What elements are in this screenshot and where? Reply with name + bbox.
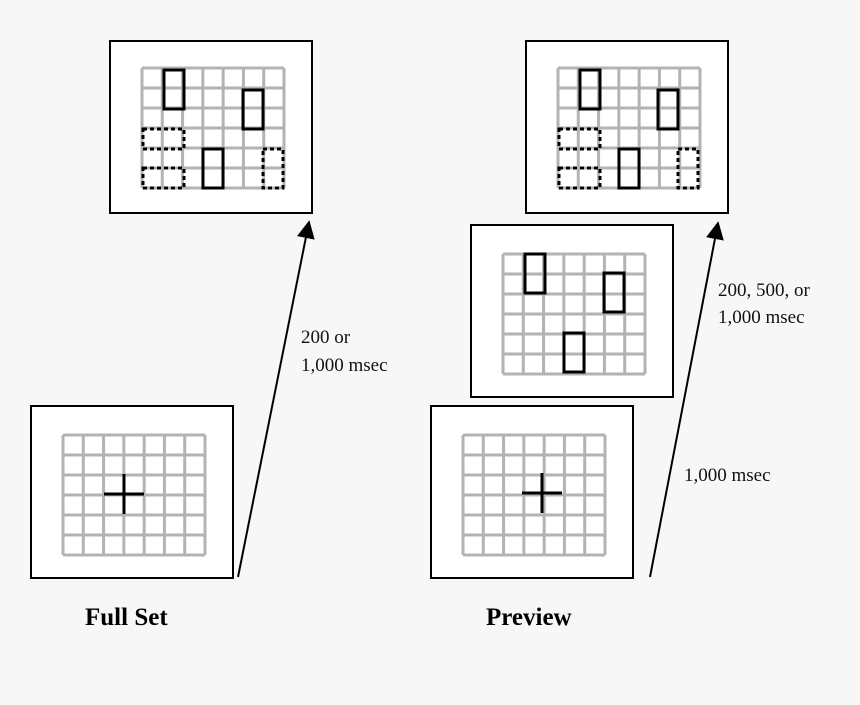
item-dashed: [141, 166, 186, 190]
fixation-cross-icon: [104, 474, 144, 514]
grid: [461, 433, 607, 557]
grid: [61, 433, 207, 557]
item-solid: [201, 147, 225, 190]
full-set-fixation-display: [30, 405, 234, 579]
dashed-items: [557, 127, 700, 190]
solid-items: [578, 68, 680, 190]
item-solid: [602, 271, 626, 314]
solid-items: [162, 68, 265, 190]
item-solid: [523, 252, 547, 295]
item-dashed: [141, 127, 186, 151]
preview-lower-timing: 1,000 msec: [684, 465, 771, 486]
preview-upper-timing-line1: 200, 500, or: [718, 280, 811, 301]
item-dashed: [676, 147, 700, 190]
preview-fixation-display: [430, 405, 634, 579]
item-solid: [241, 88, 265, 131]
preview-target-display: [525, 40, 729, 214]
full-set-timing-line2: 1,000 msec: [301, 355, 388, 376]
full-set-arrow-icon: [237, 220, 315, 578]
preview-arrow-icon: [649, 221, 724, 578]
item-dashed: [557, 127, 602, 151]
solid-items: [523, 252, 626, 374]
item-solid: [617, 147, 641, 190]
fixation-cross-icon: [522, 473, 562, 513]
full-set-target-display: [109, 40, 313, 214]
preview-label: Preview: [486, 604, 572, 631]
preview-upper-timing-line2: 1,000 msec: [718, 307, 805, 328]
item-dashed: [557, 166, 602, 190]
full-set-label: Full Set: [85, 604, 168, 631]
dashed-items: [141, 127, 285, 190]
display-frame: [30, 405, 234, 579]
item-solid: [162, 68, 186, 111]
preview-items-display: [470, 224, 674, 398]
item-dashed: [261, 147, 285, 190]
item-solid: [562, 331, 586, 374]
item-solid: [578, 68, 602, 111]
full-set-timing-line1: 200 or: [301, 327, 351, 348]
item-solid: [656, 88, 680, 131]
